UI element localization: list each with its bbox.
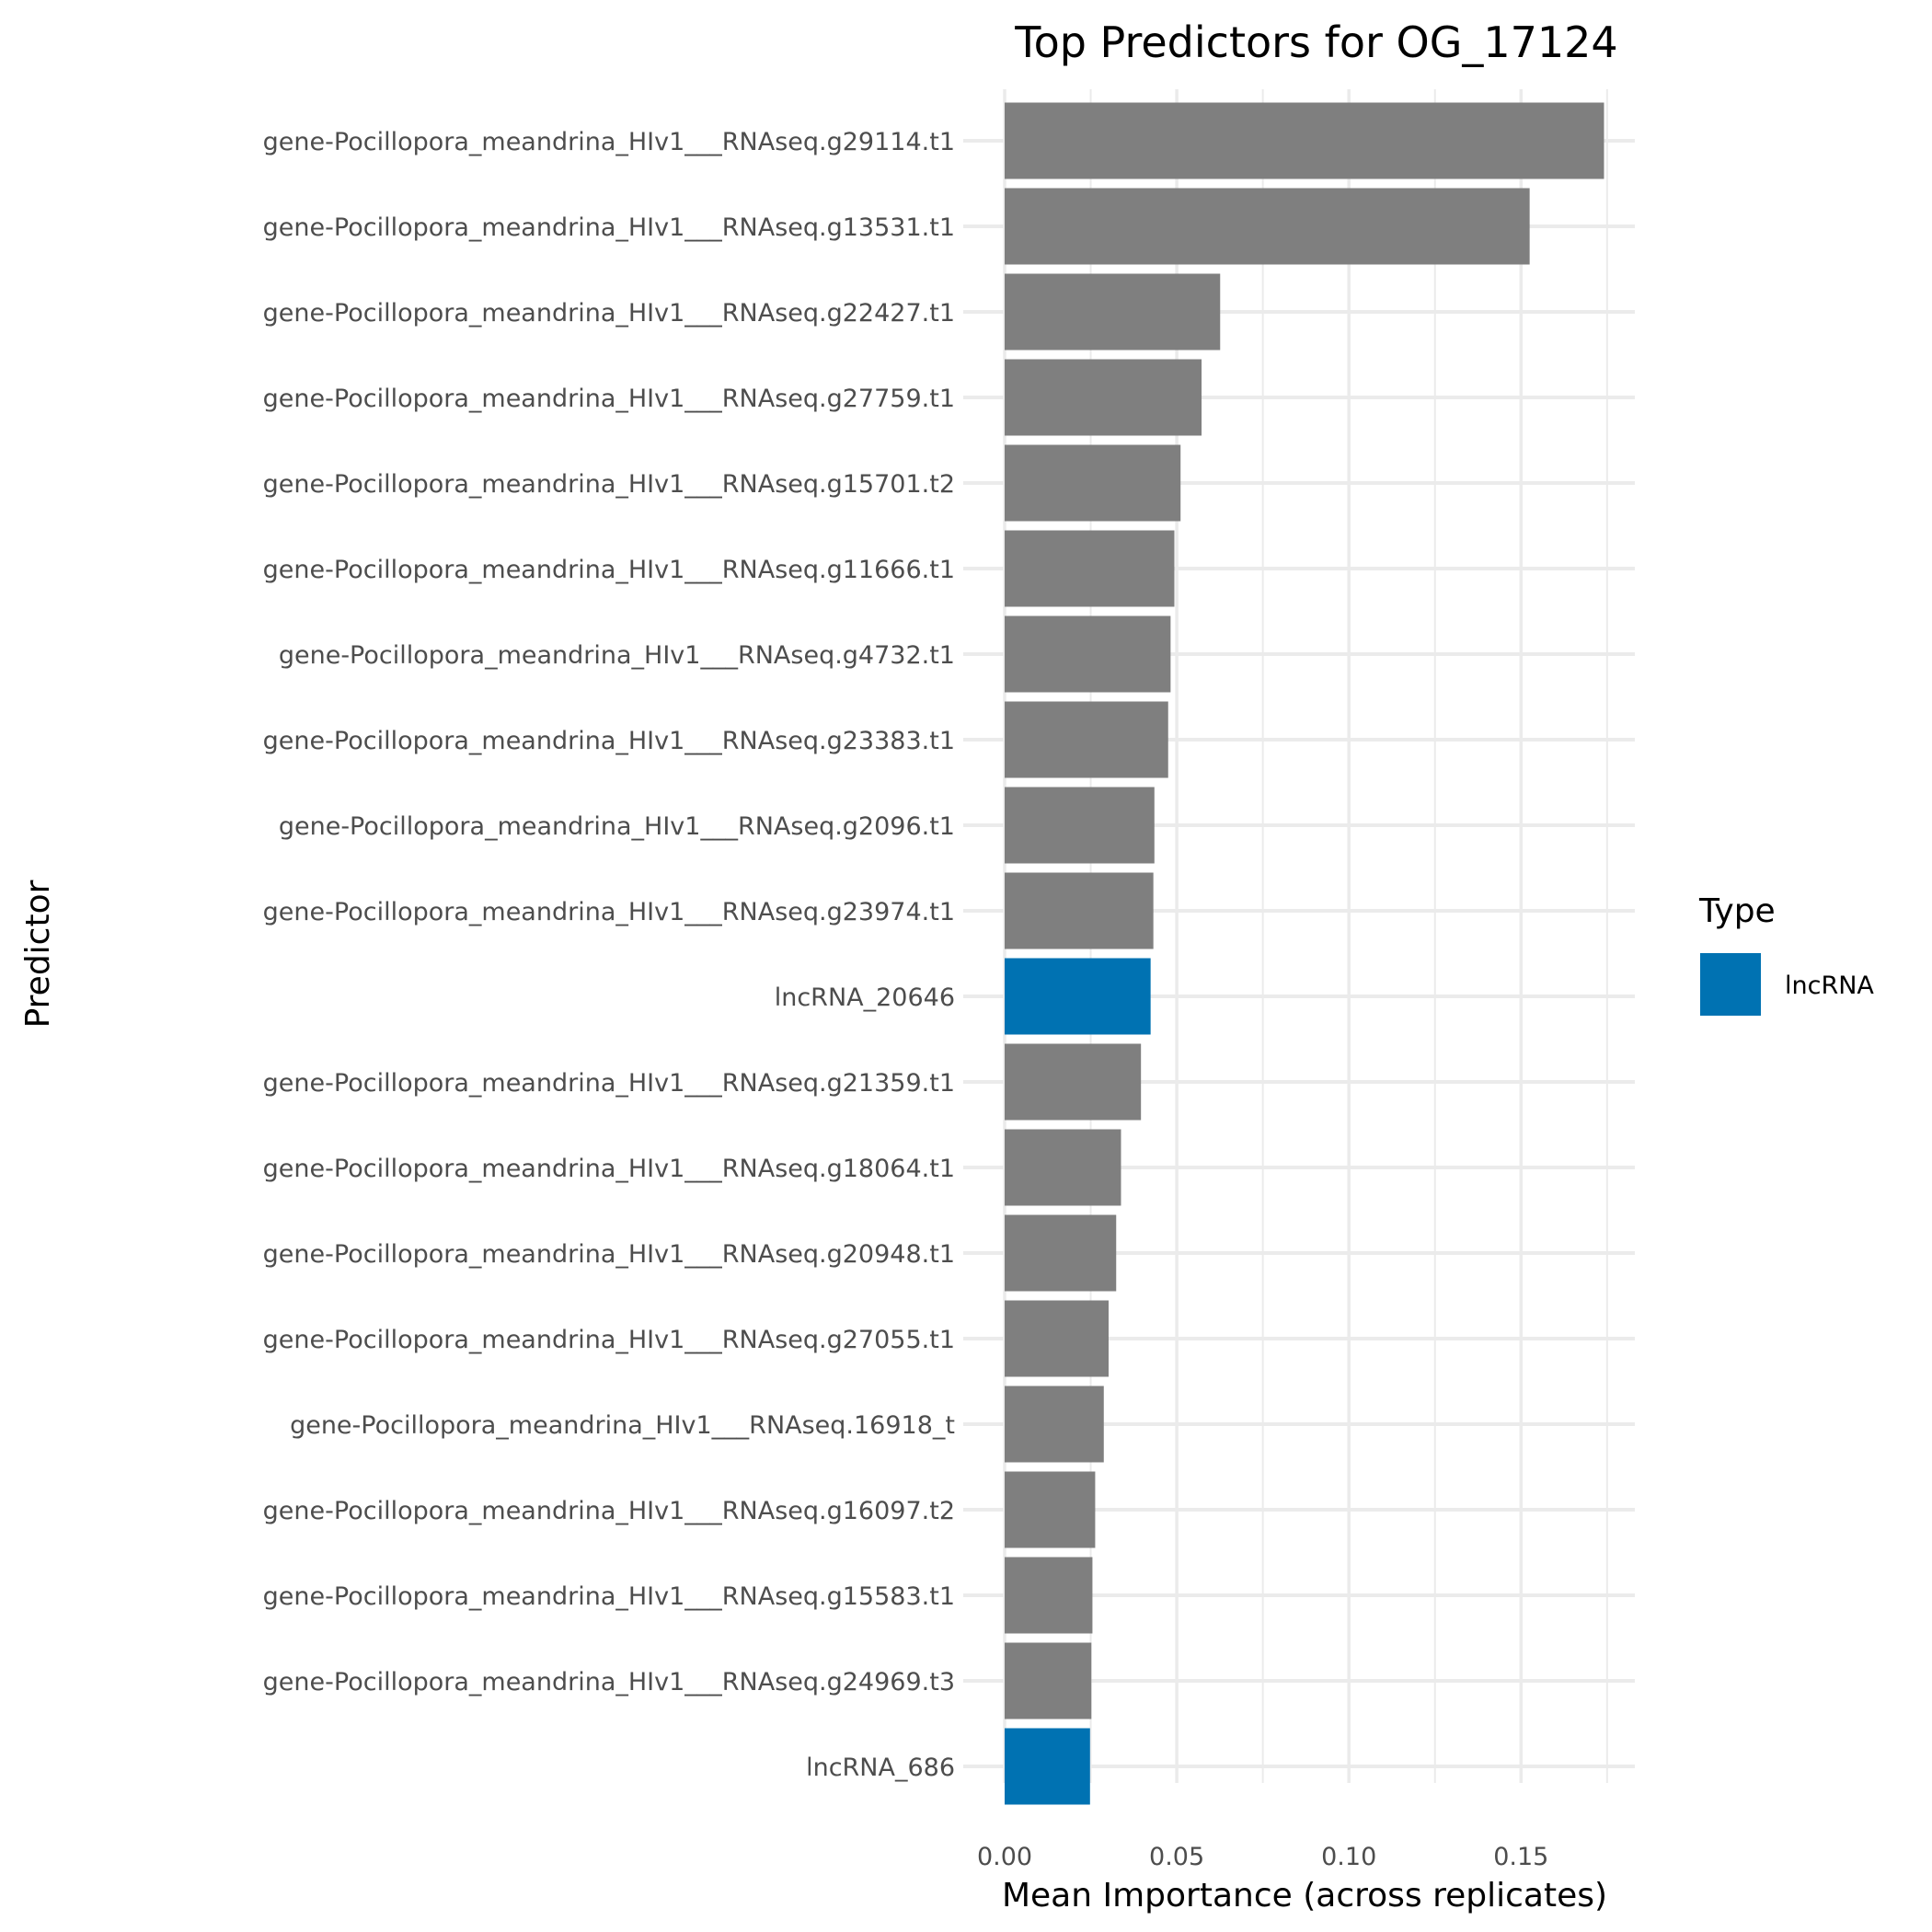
bar [1005, 615, 1171, 693]
bar [1005, 102, 1604, 179]
x-tick-label: 0.15 [1493, 1843, 1548, 1871]
bar [1005, 958, 1151, 1035]
bar [1005, 1214, 1117, 1292]
bar [1005, 1043, 1142, 1121]
legend-label-lncrna: lncRNA [1785, 972, 1874, 1000]
legend-key-lncrna [1700, 953, 1761, 1016]
y-axis-title: Predictor [19, 880, 57, 1028]
y-tick-label: gene-Pocillopora_meandrina_HIv1___RNAseq… [263, 470, 955, 499]
bar [1005, 1471, 1096, 1548]
bar [1005, 1557, 1093, 1634]
y-tick-label: gene-Pocillopora_meandrina_HIv1___RNAseq… [263, 128, 955, 156]
bar [1005, 188, 1530, 265]
legend-title: Type [1698, 892, 1776, 930]
x-tick-label: 0.05 [1149, 1843, 1204, 1871]
chart-title: Top Predictors for OG_17124 [1014, 17, 1617, 67]
bar [1005, 701, 1168, 778]
bar [1005, 1129, 1121, 1206]
y-tick-label: lncRNA_20646 [775, 983, 955, 1012]
y-tick-label: gene-Pocillopora_meandrina_HIv1___RNAseq… [263, 299, 955, 328]
bar [1005, 1300, 1110, 1377]
legend: Type lncRNA [1698, 892, 1874, 1016]
bar [1005, 273, 1221, 351]
y-tick-label: gene-Pocillopora_meandrina_HIv1___RNAseq… [263, 556, 955, 584]
y-tick-label: gene-Pocillopora_meandrina_HIv1___RNAseq… [263, 213, 955, 242]
bar [1005, 872, 1154, 949]
y-tick-label: gene-Pocillopora_meandrina_HIv1___RNAseq… [263, 1668, 955, 1696]
y-tick-label: gene-Pocillopora_meandrina_HIv1___RNAseq… [263, 385, 955, 413]
x-tick-labels: 0.00 0.05 0.10 0.15 [977, 1843, 1548, 1871]
y-tick-label: gene-Pocillopora_meandrina_HIv1___RNAseq… [263, 1326, 955, 1354]
bar [1005, 359, 1202, 436]
y-tick-label: gene-Pocillopora_meandrina_HIv1___RNAseq… [263, 1155, 955, 1183]
x-tick-label: 0.10 [1321, 1843, 1376, 1871]
bars [1005, 102, 1604, 1805]
x-axis-title: Mean Importance (across replicates) [1002, 1877, 1607, 1915]
x-tick-label: 0.00 [977, 1843, 1032, 1871]
y-tick-label: gene-Pocillopora_meandrina_HIv1___RNAseq… [263, 1069, 955, 1098]
y-tick-label: gene-Pocillopora_meandrina_HIv1___RNAseq… [263, 727, 955, 755]
y-tick-label: lncRNA_686 [806, 1754, 955, 1782]
bar [1005, 444, 1181, 522]
bar [1005, 1728, 1090, 1805]
y-tick-label: gene-Pocillopora_meandrina_HIv1___RNAseq… [279, 812, 955, 841]
y-tick-label: gene-Pocillopora_meandrina_HIv1___RNAseq… [263, 1240, 955, 1269]
y-tick-labels: gene-Pocillopora_meandrina_HIv1___RNAseq… [263, 128, 955, 1782]
y-tick-label: gene-Pocillopora_meandrina_HIv1___RNAseq… [263, 1497, 955, 1525]
y-tick-label: gene-Pocillopora_meandrina_HIv1___RNAseq… [279, 641, 955, 670]
y-tick-label: gene-Pocillopora_meandrina_HIv1___RNAseq… [290, 1411, 955, 1440]
bar [1005, 530, 1175, 607]
y-tick-label: gene-Pocillopora_meandrina_HIv1___RNAseq… [263, 898, 955, 926]
bar [1005, 1386, 1104, 1463]
y-tick-label: gene-Pocillopora_meandrina_HIv1___RNAseq… [263, 1582, 955, 1611]
bar [1005, 787, 1155, 864]
bar [1005, 1642, 1092, 1719]
